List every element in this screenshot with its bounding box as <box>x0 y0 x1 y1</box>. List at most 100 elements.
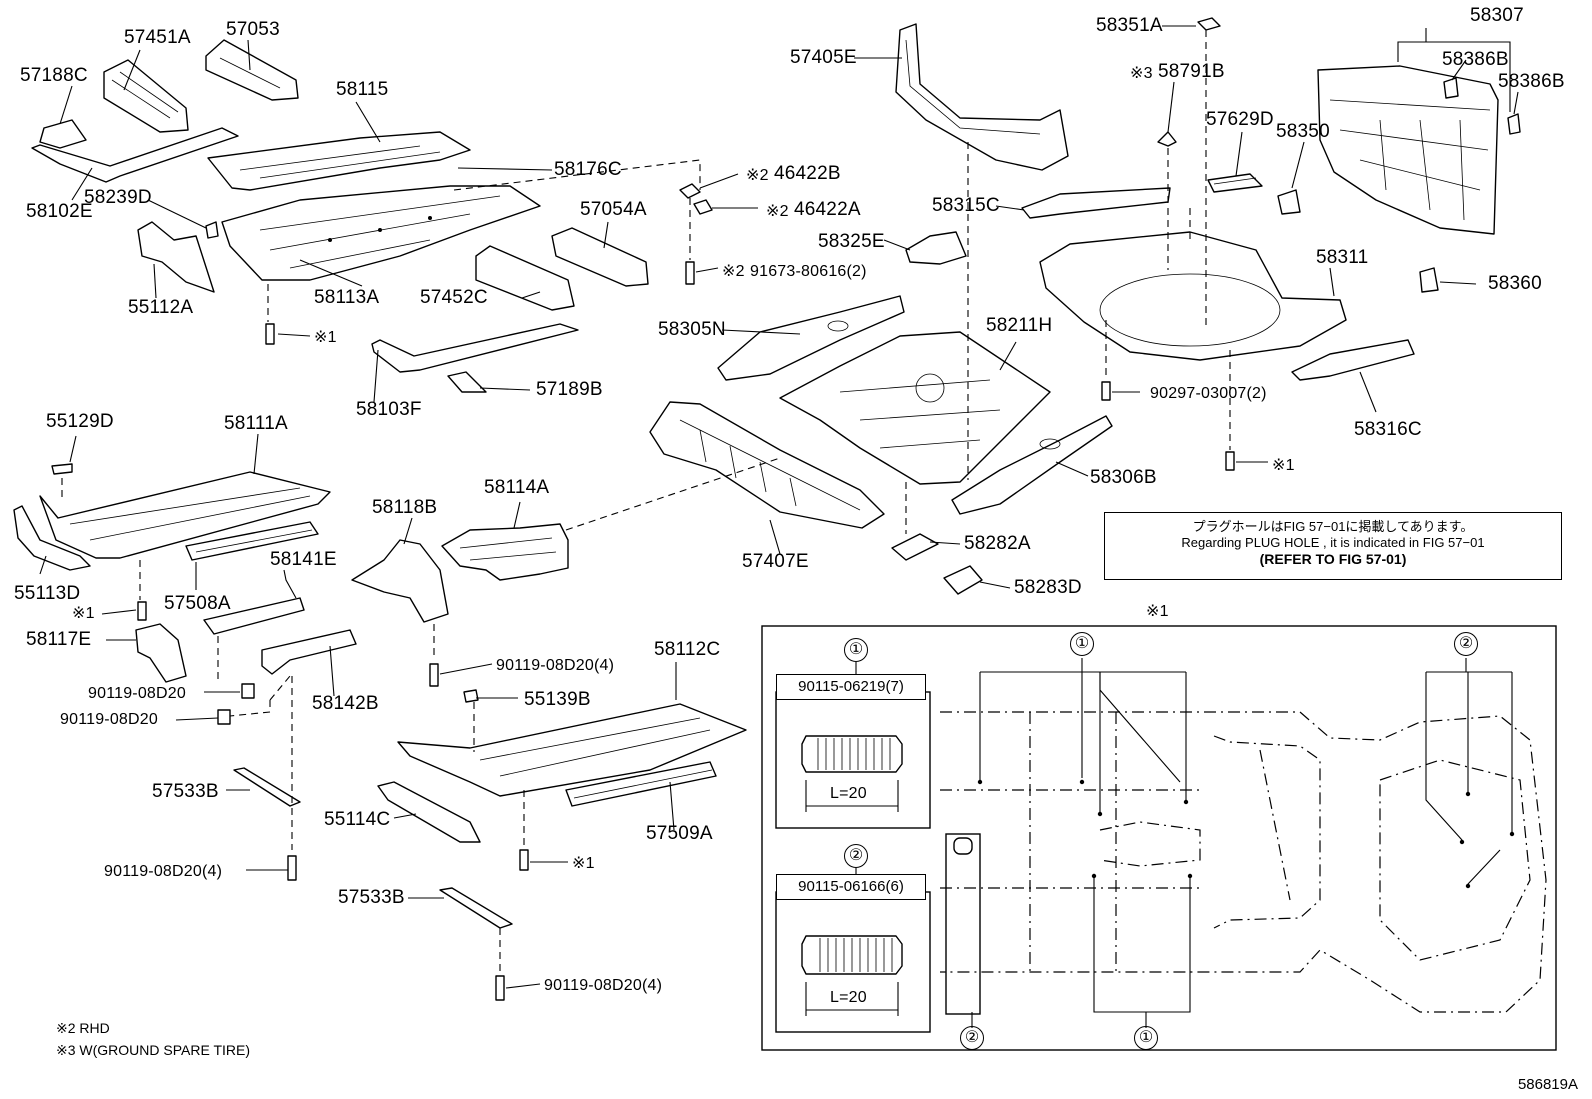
ref-mark-1-c: ※1 <box>72 605 95 622</box>
part-58113A-drawing <box>221 185 541 281</box>
bolt-location-detail-box <box>761 625 1557 1051</box>
circle-1-bolt: ① <box>844 638 868 662</box>
bolt2-length: L=20 <box>830 989 867 1006</box>
label-55114C: 55114C <box>324 809 391 830</box>
label-58350: 58350 <box>1276 121 1330 142</box>
part-57508A-drawing <box>185 521 319 561</box>
part-58239D-drawing <box>205 221 219 239</box>
label-58386B-left: 58386B <box>1442 49 1509 70</box>
part-58386B-left-drawing <box>1443 77 1459 99</box>
dashed-alignment-lines <box>61 30 1231 972</box>
label-58307: 58307 <box>1470 5 1524 26</box>
label-90119-08D20-4-a: 90119-08D20(4) <box>496 657 615 674</box>
label-58211H: 58211H <box>986 315 1053 336</box>
label-57053: 57053 <box>226 19 280 40</box>
label-57188C: 57188C <box>20 65 88 86</box>
label-91673-80616: 91673-80616(2) <box>750 263 867 280</box>
bolt2-code: 90115-06166(6) <box>776 874 926 900</box>
part-55114C-drawing <box>377 781 481 843</box>
label-90119-08D20-b: 90119-08D20 <box>60 711 158 728</box>
label-90297-03007: 90297-03007(2) <box>1150 385 1267 402</box>
part-58141E-drawing <box>203 597 305 635</box>
part-58117E-drawing <box>135 623 187 683</box>
note-japanese: プラグホールはFIG 57−01に掲載してあります。 <box>1192 519 1474 534</box>
label-57189B: 57189B <box>536 379 603 400</box>
label-46422B: 46422B <box>774 163 841 184</box>
label-58282A: 58282A <box>964 533 1031 554</box>
part-58283D-drawing <box>943 565 983 595</box>
label-55129D: 55129D <box>46 411 114 432</box>
ref-mark-1-d: ※1 <box>572 855 595 872</box>
part-58386B-right-drawing <box>1507 113 1521 135</box>
part-57452C-drawing <box>475 245 575 311</box>
part-58112C-drawing <box>397 703 747 797</box>
label-58360: 58360 <box>1488 273 1542 294</box>
part-58118B-drawing <box>351 539 449 623</box>
part-57188C-drawing <box>39 119 87 149</box>
part-58325E-drawing <box>905 231 967 265</box>
part-58307-drawing <box>1317 65 1499 235</box>
part-57533B-lower-drawing <box>439 887 513 929</box>
part-58282A-drawing <box>891 533 939 561</box>
part-58115-drawing <box>207 131 471 191</box>
label-58115: 58115 <box>336 79 389 100</box>
plug-hole-note: プラグホールはFIG 57−01に掲載してあります。 Regarding PLU… <box>1104 512 1562 580</box>
label-55139B: 55139B <box>524 689 591 710</box>
label-58102E: 58102E <box>26 201 93 222</box>
label-58141E: 58141E <box>270 549 337 570</box>
label-58325E: 58325E <box>818 231 885 252</box>
label-58386B-right: 58386B <box>1498 71 1565 92</box>
bolt1-length: L=20 <box>830 785 867 802</box>
part-58102E-drawing <box>31 127 239 183</box>
note-english: Regarding PLUG HOLE , it is indicated in… <box>1181 535 1485 550</box>
label-58305N: 58305N <box>658 319 726 340</box>
part-55139B-drawing <box>463 689 479 703</box>
ref-mark-3: ※3 <box>1130 65 1153 82</box>
label-58306B: 58306B <box>1090 467 1157 488</box>
part-58791B-drawing <box>1157 131 1177 147</box>
label-57451A: 57451A <box>124 27 191 48</box>
leader-lines <box>39 25 1519 989</box>
part-58111A-drawing <box>39 471 331 559</box>
label-57533B-lower: 57533B <box>338 887 405 908</box>
label-58283D: 58283D <box>1014 577 1082 598</box>
part-57533B-upper-drawing <box>233 767 301 807</box>
circle-1-bottom: ① <box>1134 1026 1158 1050</box>
fastener-icons <box>137 183 1235 1001</box>
part-57189B-drawing <box>447 371 487 393</box>
part-57509A-drawing <box>565 761 717 807</box>
part-58311-drawing <box>1039 231 1347 361</box>
ref-mark-2-b: ※2 <box>766 203 789 220</box>
part-58306B-drawing <box>951 415 1113 515</box>
label-58111A: 58111A <box>224 413 288 434</box>
label-90119-08D20-a: 90119-08D20 <box>88 685 186 702</box>
part-58211H-drawing <box>779 331 1051 485</box>
part-57405E-drawing <box>895 23 1069 171</box>
label-58311: 58311 <box>1316 247 1369 268</box>
part-58103F-drawing <box>371 323 579 373</box>
bolt1-code: 90115-06219(7) <box>776 674 926 700</box>
note-refer: (REFER TO FIG 57-01) <box>1259 551 1407 567</box>
part-55129D-drawing <box>51 463 73 475</box>
label-57533B-upper: 57533B <box>152 781 219 802</box>
label-58117E: 58117E <box>26 629 92 650</box>
label-57054A: 57054A <box>580 199 647 220</box>
circle-2-top: ② <box>1454 632 1478 656</box>
label-58176C: 58176C <box>554 159 622 180</box>
part-58360-drawing <box>1419 267 1439 293</box>
label-90119-08D20-4-c: 90119-08D20(4) <box>544 977 663 994</box>
part-55112A-drawing <box>137 221 215 293</box>
label-57405E: 57405E <box>790 47 857 68</box>
label-55112A: 55112A <box>128 297 194 318</box>
label-58351A: 58351A <box>1096 15 1163 36</box>
footnote-ground-spare: ※3 W(GROUND SPARE TIRE) <box>56 1042 251 1058</box>
label-58118B: 58118B <box>372 497 438 518</box>
ref-mark-1-b: ※1 <box>1272 457 1295 474</box>
label-58142B: 58142B <box>312 693 379 714</box>
figure-id: 586819A <box>1517 1076 1578 1093</box>
part-58315C-drawing <box>1021 187 1171 219</box>
label-57508A: 57508A <box>164 593 231 614</box>
part-58350-drawing <box>1277 189 1301 215</box>
label-58239D: 58239D <box>84 187 152 208</box>
